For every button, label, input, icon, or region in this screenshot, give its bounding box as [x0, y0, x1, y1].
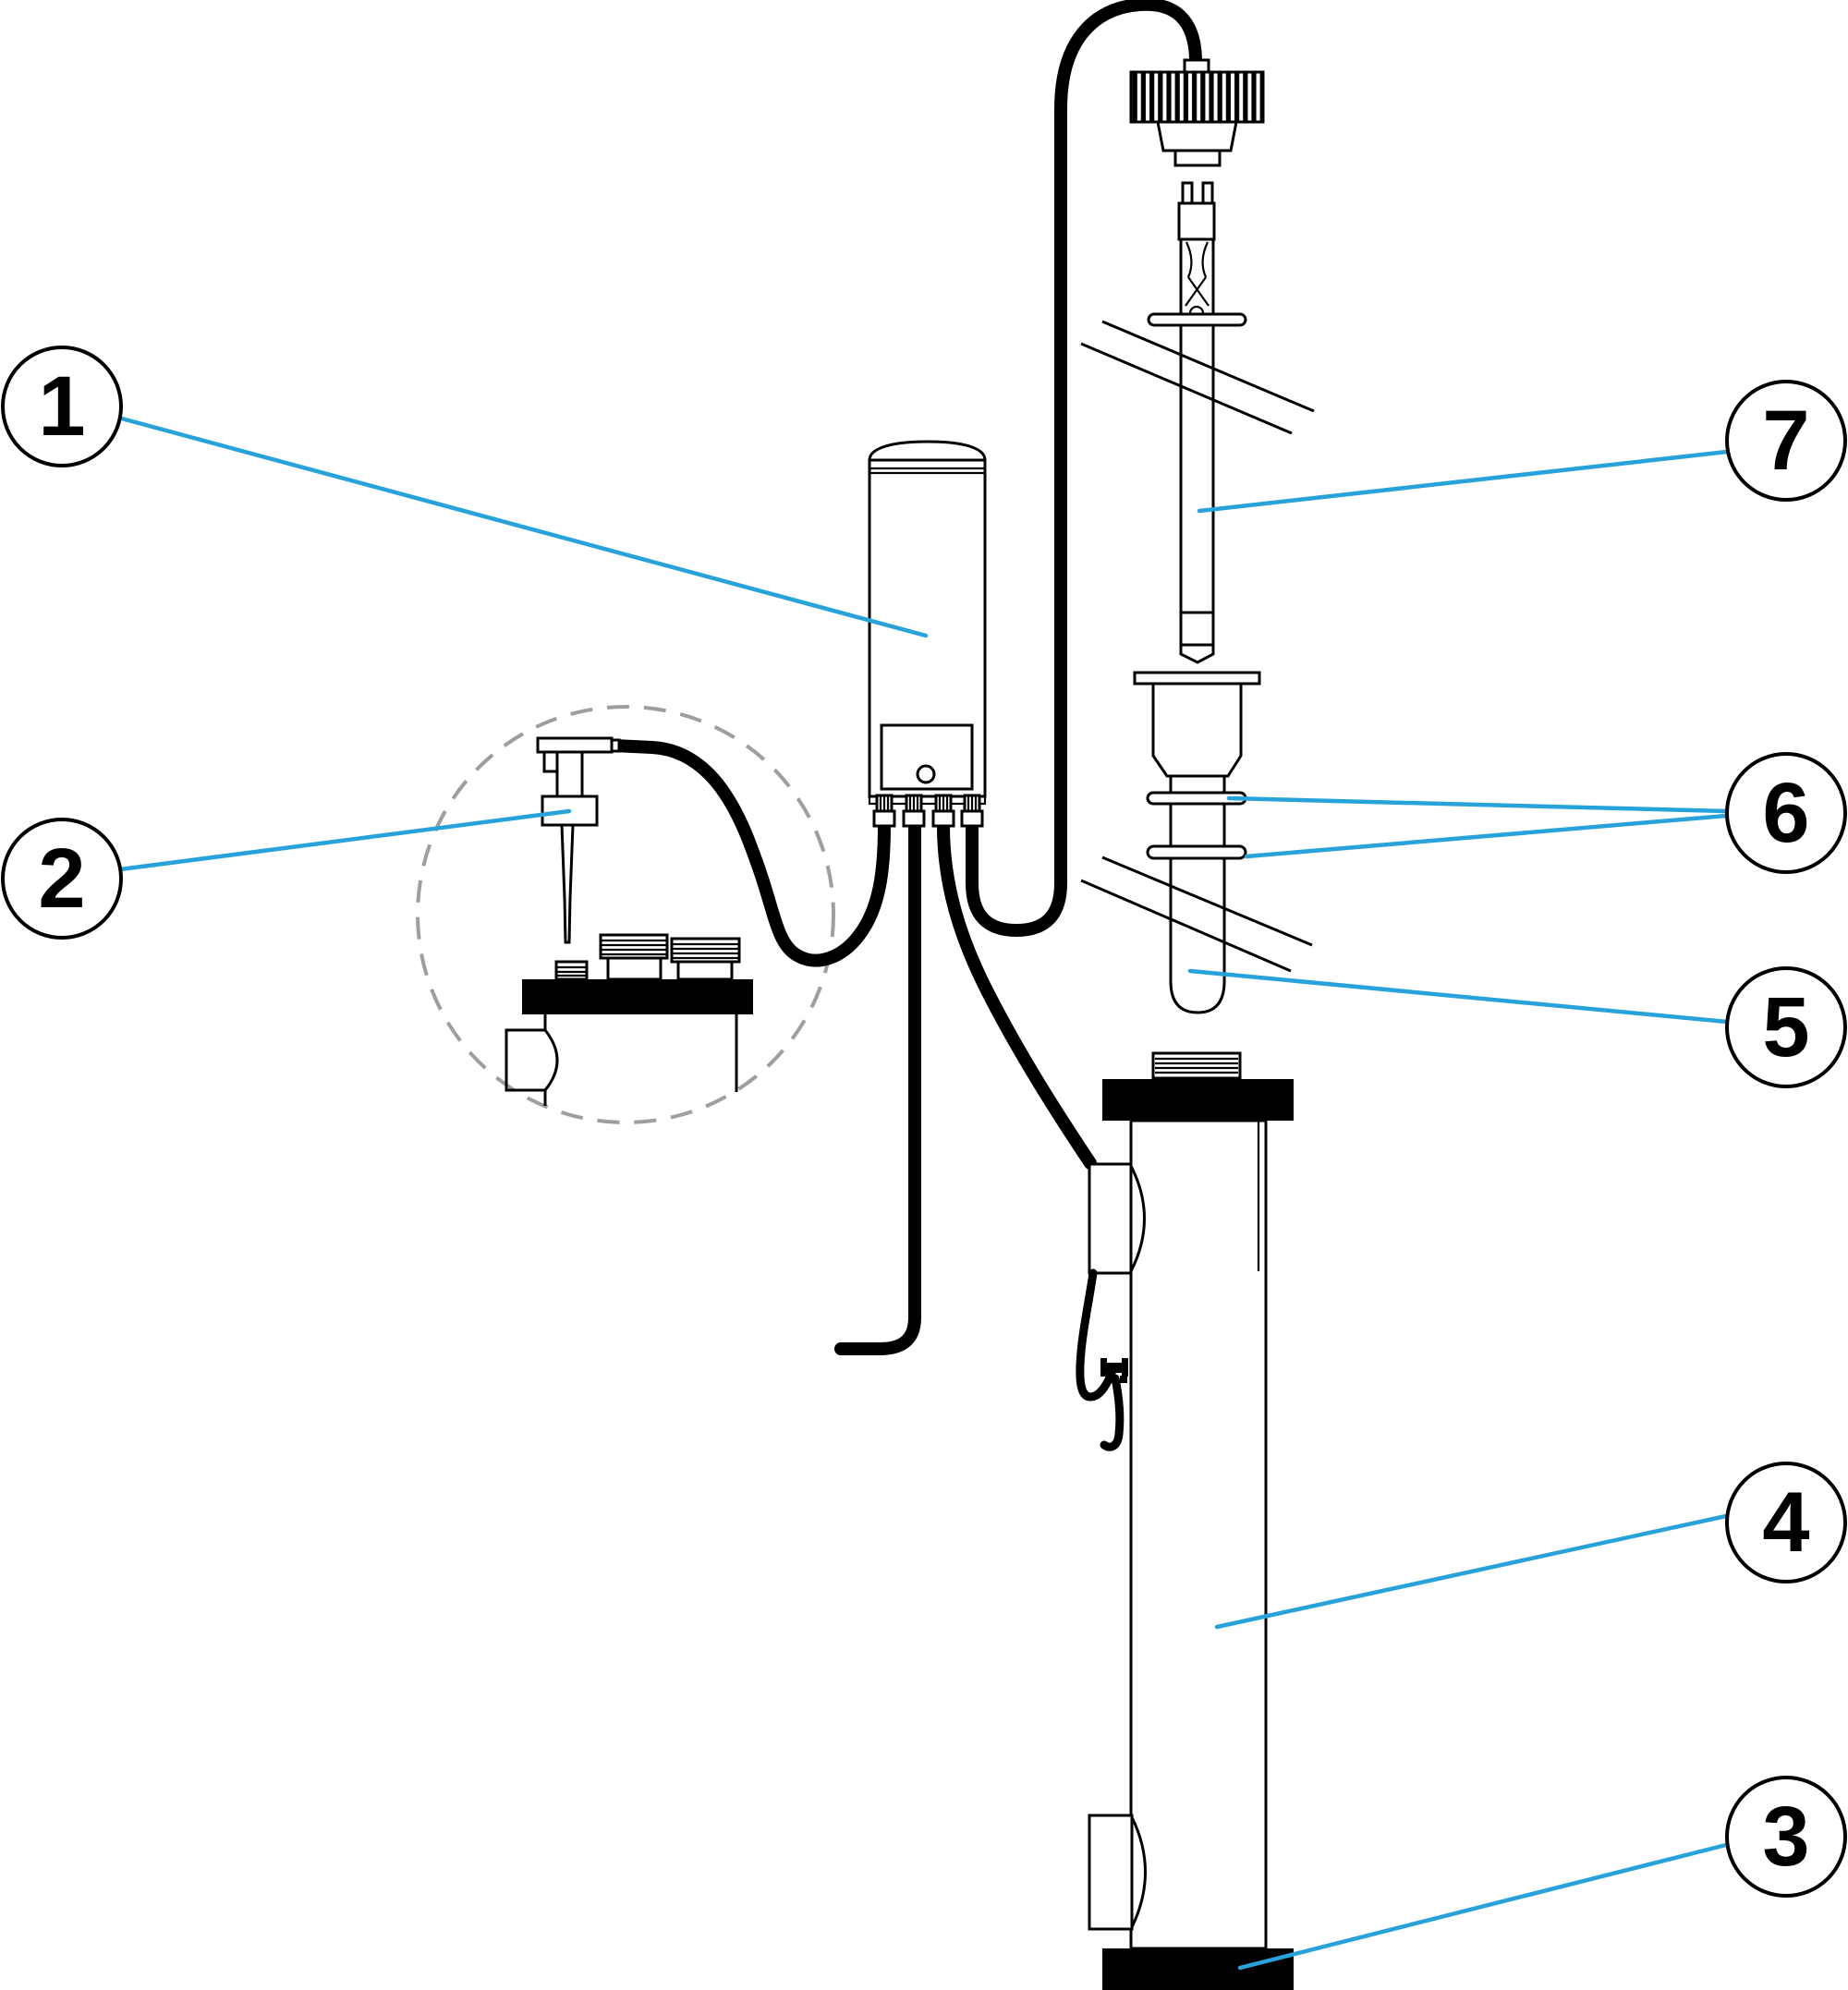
vessel-wire-fitting — [1076, 1268, 1128, 1451]
lamp-spacer-disc — [1147, 312, 1247, 327]
control-unit-body — [868, 458, 987, 798]
control-unit-panel — [880, 723, 974, 791]
lamp-cap-nipple — [1183, 58, 1210, 74]
control-unit-dome-top — [868, 440, 987, 462]
vessel-threaded-neck — [1151, 1051, 1242, 1080]
o-ring-seal — [1146, 844, 1247, 860]
sensor-cable — [607, 739, 891, 967]
wire-tail — [1100, 1374, 1125, 1451]
reactor-vessel — [1088, 1051, 1294, 1990]
leader-line-1 — [116, 415, 929, 638]
vessel-top-outline — [505, 1014, 738, 1106]
callout-6: 6 — [1725, 752, 1847, 874]
vessel-top-flange — [1102, 1079, 1294, 1121]
lamp-cap-fins — [1129, 70, 1265, 124]
control-unit — [868, 440, 987, 828]
callout-4-label: 4 — [1762, 1475, 1810, 1570]
vessel-side-port-top — [1088, 1162, 1133, 1275]
detail-zoom-dashed-circle — [416, 705, 835, 1124]
callout-7: 7 — [1725, 380, 1847, 502]
gland-plate — [868, 795, 987, 806]
leader-line-2 — [117, 808, 572, 872]
leader-line-3 — [1237, 1842, 1729, 1971]
leader-line-7 — [1197, 449, 1730, 514]
callout-7-label: 7 — [1762, 394, 1810, 488]
lamp-base — [1177, 201, 1216, 241]
lamp-end-plug — [1179, 611, 1215, 647]
leader-line-6a — [1226, 795, 1729, 814]
cable-glands — [872, 794, 984, 828]
quartz-sleeve — [1169, 774, 1226, 1014]
callout-3-label: 3 — [1762, 1790, 1810, 1884]
leader-lines — [116, 415, 1730, 1971]
callout-2-label: 2 — [38, 831, 86, 926]
clamp-fitting — [1100, 1358, 1107, 1377]
sensor-wire-loop — [1076, 1268, 1116, 1401]
lamp-filament — [1185, 241, 1210, 307]
callout-3: 3 — [1725, 1776, 1847, 1898]
break-lines-upper — [1080, 320, 1315, 435]
indicator-led — [916, 764, 936, 784]
cables — [607, 0, 1202, 1355]
power-cable — [834, 819, 921, 1355]
sensor-stem — [555, 750, 584, 798]
lid-flange — [522, 979, 753, 1014]
uv-lamp-assembly — [1080, 58, 1315, 664]
sensor-top-bar — [536, 736, 614, 754]
uv-sensor-detail — [505, 736, 753, 1106]
leader-line-4 — [1214, 1513, 1729, 1630]
vessel-side-port-bottom — [1088, 1814, 1134, 1931]
lamp-cap-socket — [1173, 149, 1222, 167]
sensor-needle — [560, 823, 575, 944]
lamp-cap-shoulder — [1156, 120, 1238, 152]
leader-line-5 — [1187, 968, 1730, 1025]
lid-threaded-ports — [554, 933, 741, 981]
callout-2: 2 — [1, 818, 123, 940]
uv-sensor — [536, 736, 621, 944]
lamp-cable — [966, 0, 1202, 938]
sleeve-holder-cup — [1151, 682, 1243, 778]
lamp-pin — [1181, 181, 1194, 205]
vessel-body — [1129, 1119, 1268, 1950]
callout-1: 1 — [1, 346, 123, 467]
sleeve-holder-flange — [1133, 671, 1261, 686]
uv-lamp — [1147, 181, 1247, 664]
callout-1-label: 1 — [38, 359, 86, 454]
callout-5-label: 5 — [1762, 980, 1810, 1074]
quartz-sleeve-assembly — [1080, 671, 1313, 1014]
lamp-pin — [1201, 181, 1214, 205]
break-lines-lower — [1080, 855, 1313, 973]
vessel-bottom-cap — [1102, 1948, 1294, 1990]
callout-6-label: 6 — [1762, 766, 1810, 860]
leader-line-6b — [1244, 813, 1729, 859]
callout-5: 5 — [1725, 966, 1847, 1088]
callout-4: 4 — [1725, 1462, 1847, 1584]
vessel-port-cable — [937, 819, 1097, 1170]
